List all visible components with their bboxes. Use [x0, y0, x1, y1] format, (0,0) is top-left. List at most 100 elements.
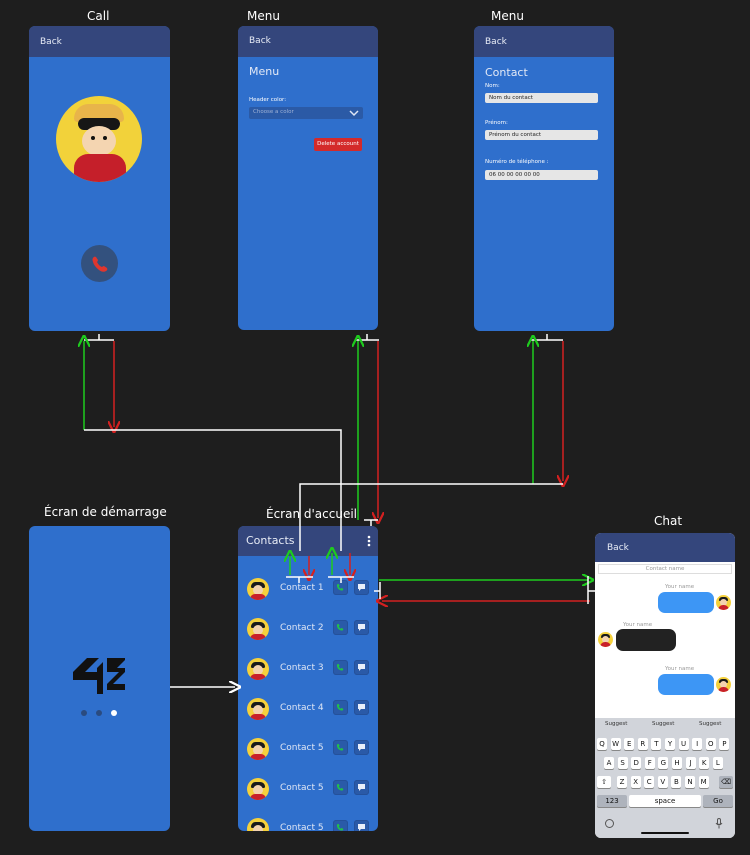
phone-icon [336, 783, 344, 791]
phone-icon [336, 583, 344, 591]
key-w[interactable]: W [610, 738, 621, 750]
key-v[interactable]: V [657, 776, 668, 788]
chat-icon [358, 704, 365, 711]
contact-title: Contact [485, 66, 528, 79]
phone-label: Numéro de téléphone : [485, 159, 549, 165]
key-d[interactable]: D [631, 757, 642, 769]
avatar [247, 658, 269, 680]
hang-up-button[interactable] [81, 245, 118, 282]
avatar [247, 618, 269, 640]
avatar [716, 595, 731, 610]
connector-line [286, 576, 354, 583]
avatar [247, 778, 269, 800]
contact-row[interactable]: Contact 3 [238, 654, 378, 688]
key-g[interactable]: G [658, 757, 669, 769]
suggestion-item[interactable]: Suggest [605, 721, 628, 727]
title-call: Call [87, 9, 110, 23]
call-button[interactable] [333, 820, 348, 831]
contact-row[interactable]: Contact 5 [238, 774, 378, 808]
suggestion-item[interactable]: Suggest [699, 721, 722, 727]
chat-icon [358, 664, 365, 671]
key-q[interactable]: Q [597, 738, 607, 750]
backspace-key[interactable]: ⌫ [719, 776, 733, 788]
header-color-select[interactable]: Choose a color [249, 107, 363, 119]
message-button[interactable] [354, 660, 369, 675]
emoji-icon[interactable] [605, 819, 614, 828]
call-button[interactable] [333, 580, 348, 595]
contact-row[interactable]: Contact 2 [238, 614, 378, 648]
call-button[interactable] [333, 740, 348, 755]
key-f[interactable]: F [644, 757, 655, 769]
message-bubble [616, 629, 676, 651]
key-h[interactable]: H [672, 757, 682, 769]
phone-icon [336, 663, 344, 671]
key-m[interactable]: M [698, 776, 709, 788]
space-key[interactable]: space [629, 795, 701, 807]
last-name-field[interactable]: Nom du contact [485, 93, 598, 103]
chat-icon [358, 824, 365, 831]
message-button[interactable] [354, 580, 369, 595]
contact-row[interactable]: Contact 4 [238, 694, 378, 728]
contact-name: Contact 5 [280, 783, 324, 793]
call-button[interactable] [333, 620, 348, 635]
message-button[interactable] [354, 700, 369, 715]
call-button[interactable] [333, 660, 348, 675]
key-k[interactable]: K [699, 757, 710, 769]
call-button[interactable] [333, 780, 348, 795]
kebab-icon[interactable] [367, 535, 371, 547]
back-button[interactable]: Back [249, 36, 271, 46]
key-y[interactable]: Y [665, 738, 675, 750]
suggestion-item[interactable]: Suggest [652, 721, 675, 727]
call-screen: Back [29, 26, 170, 331]
numbers-key[interactable]: 123 [597, 795, 627, 807]
message-button[interactable] [354, 620, 369, 635]
contact-row[interactable]: Contact 1 [238, 574, 378, 608]
contact-row[interactable]: Contact 5 [238, 814, 378, 831]
go-key[interactable]: Go [703, 795, 733, 807]
back-button[interactable]: Back [607, 543, 629, 553]
connector-line [84, 429, 342, 551]
key-l[interactable]: L [712, 757, 723, 769]
message-button[interactable] [354, 780, 369, 795]
contact-name-input[interactable]: Contact name [598, 564, 732, 574]
key-t[interactable]: T [651, 738, 662, 750]
key-n[interactable]: N [685, 776, 695, 788]
message-button[interactable] [354, 740, 369, 755]
phone-icon [336, 703, 344, 711]
back-button[interactable]: Back [40, 37, 62, 47]
key-s[interactable]: S [617, 757, 628, 769]
contact-row[interactable]: Contact 5 [238, 734, 378, 768]
key-z[interactable]: Z [617, 776, 627, 788]
message-button[interactable] [354, 820, 369, 831]
title-home: Écran d'accueil [266, 507, 358, 521]
key-i[interactable]: I [692, 738, 703, 750]
microphone-icon[interactable] [715, 818, 723, 829]
back-button[interactable]: Back [485, 37, 507, 47]
key-a[interactable]: A [604, 757, 614, 769]
home-indicator [641, 832, 689, 834]
chat-screen: Back Contact name Your name Your name Yo… [595, 533, 735, 838]
key-o[interactable]: O [705, 738, 716, 750]
avatar [598, 632, 613, 647]
key-r[interactable]: R [637, 738, 648, 750]
shift-key[interactable]: ⇧ [597, 776, 611, 788]
title-chat: Chat [654, 514, 683, 528]
call-button[interactable] [333, 700, 348, 715]
first-name-field[interactable]: Prénom du contact [485, 130, 598, 140]
chat-icon [358, 784, 365, 791]
key-u[interactable]: U [678, 738, 689, 750]
avatar [247, 698, 269, 720]
key-c[interactable]: C [644, 776, 655, 788]
key-x[interactable]: X [630, 776, 641, 788]
chat-icon [358, 624, 365, 631]
key-e[interactable]: E [624, 738, 635, 750]
home-header: Contacts [238, 526, 378, 556]
key-j[interactable]: J [685, 757, 696, 769]
suggestion-bar: Suggest Suggest Suggest [595, 720, 735, 732]
key-p[interactable]: P [719, 738, 730, 750]
delete-account-button[interactable]: Delete account [314, 138, 362, 151]
phone-field[interactable]: 06 00 00 00 00 00 [485, 170, 598, 180]
key-b[interactable]: B [671, 776, 682, 788]
connector-line [374, 576, 595, 604]
first-name-label: Prénom: [485, 120, 508, 126]
